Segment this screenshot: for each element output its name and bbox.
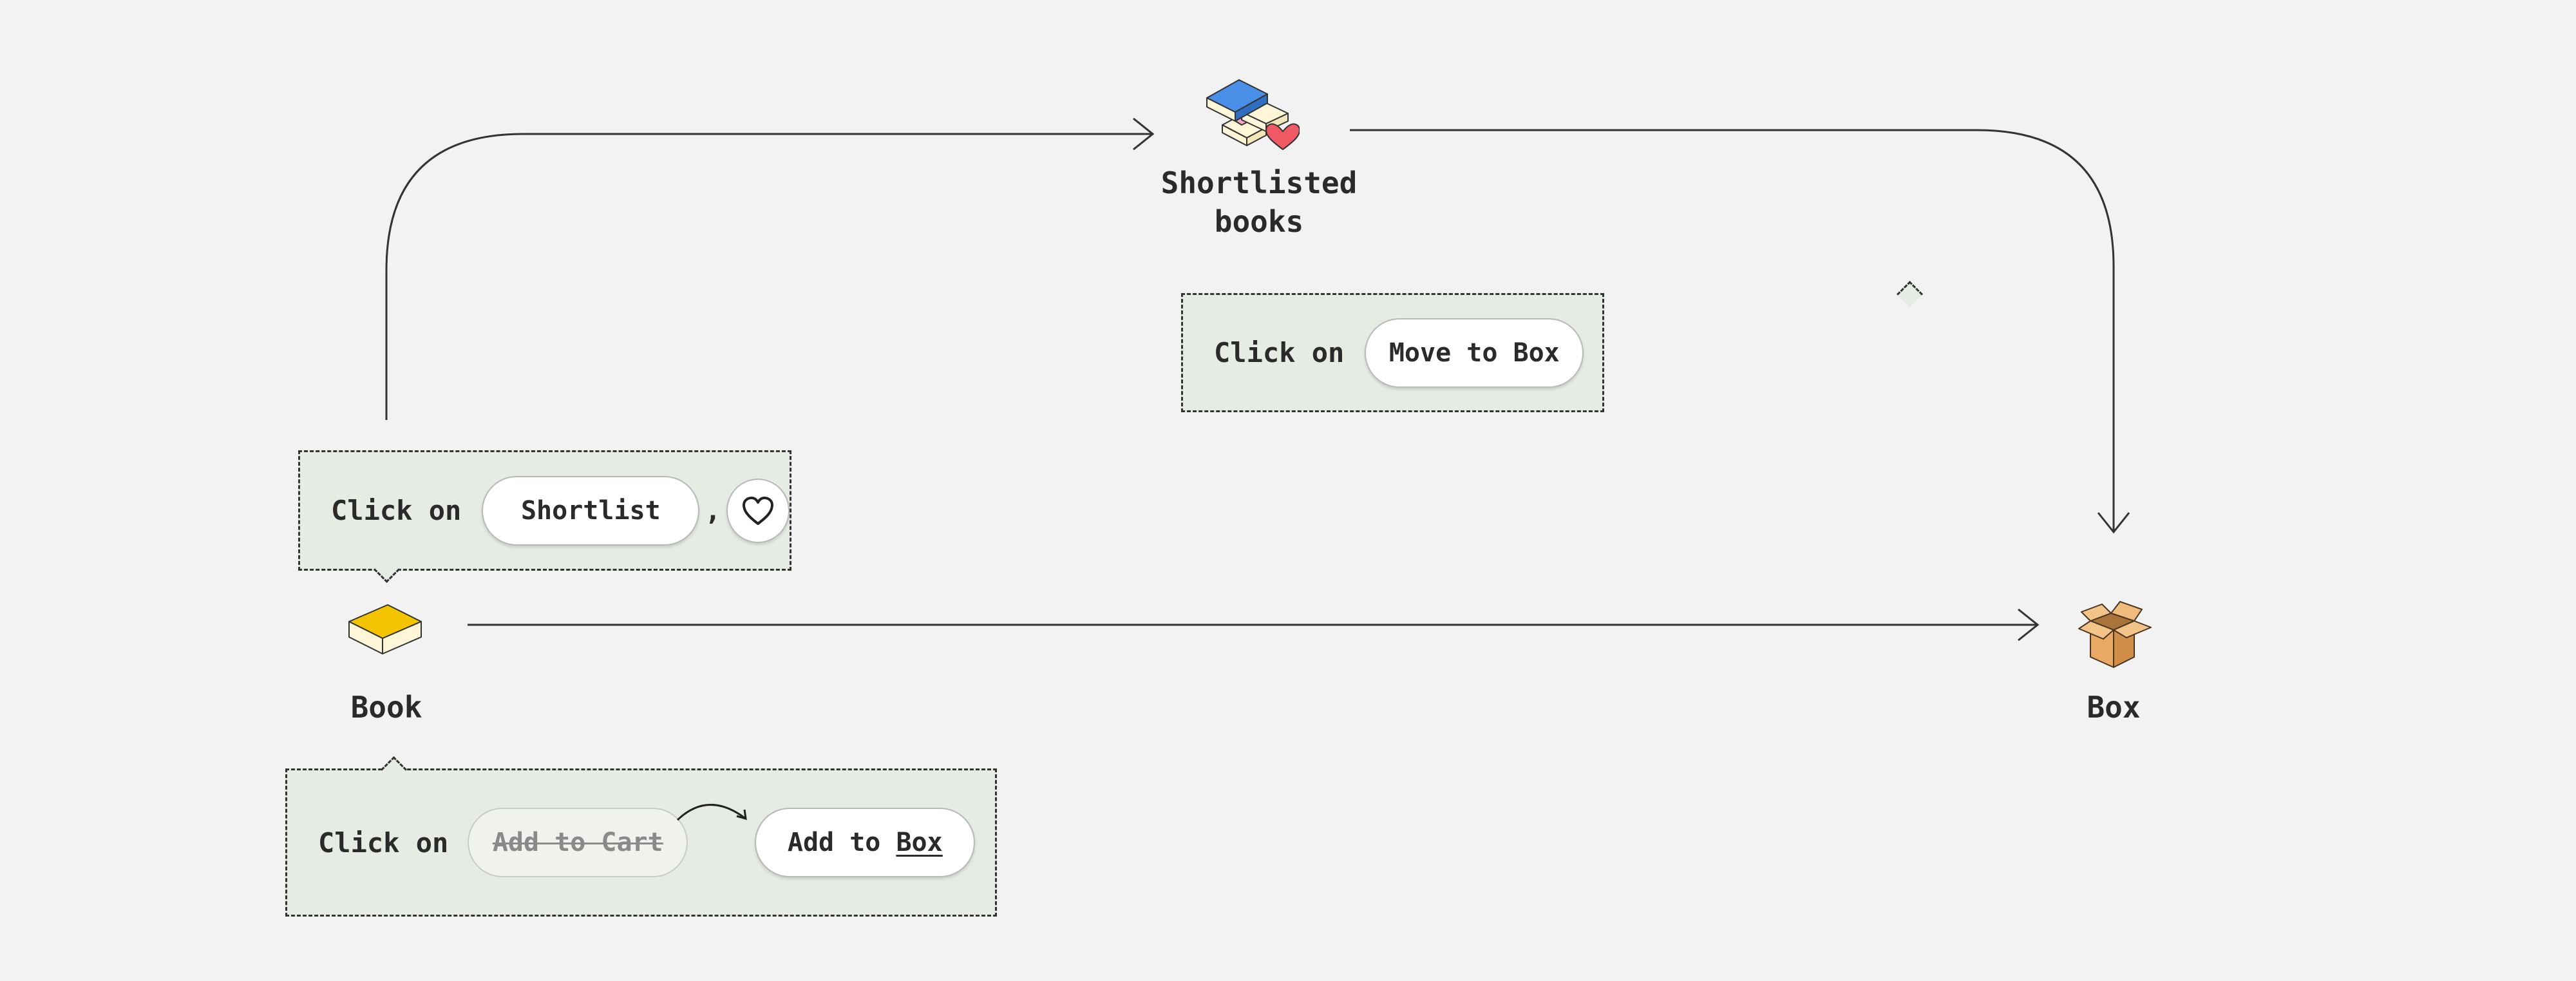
- connector-shortlist-to-box: [1350, 129, 2115, 532]
- node-label-box: Box: [2087, 690, 2141, 725]
- callout-move-to-box: Click on Move to Box: [1181, 280, 1924, 412]
- callout-prefix: Click on: [318, 826, 449, 859]
- callout-shortlist: Click on Shortlist ,: [298, 450, 791, 584]
- arrowhead: [2018, 608, 2040, 642]
- replace-arrow: [676, 804, 747, 821]
- node-label-shortlisted-books: Shortlisted books: [1160, 166, 1358, 239]
- shortlist-button[interactable]: Shortlist: [482, 475, 700, 546]
- heart-icon: [742, 496, 773, 525]
- book-icon: [348, 604, 422, 654]
- add-to-box-button[interactable]: Add to Box: [755, 808, 976, 877]
- arrowhead: [2097, 512, 2130, 534]
- callout-prefix: Click on: [331, 495, 462, 526]
- move-to-box-button[interactable]: Move to Box: [1365, 318, 1584, 388]
- add-to-box-label: Add to: [787, 828, 881, 857]
- connector-book-to-shortlist: [385, 133, 1153, 420]
- add-to-box-emphasis: Box: [896, 828, 943, 857]
- favorite-button[interactable]: [726, 478, 790, 543]
- box-icon: [2078, 601, 2152, 668]
- books-stack-heart-icon: [1206, 79, 1300, 150]
- add-to-cart-button-deprecated: Add to Cart: [468, 808, 688, 877]
- callout-add-to-box: Click on Add to Cart Add to Box: [285, 756, 997, 917]
- separator-comma: ,: [705, 495, 721, 526]
- callout-prefix: Click on: [1214, 337, 1345, 368]
- node-label-book: Book: [350, 690, 422, 725]
- arrowhead: [1133, 117, 1155, 151]
